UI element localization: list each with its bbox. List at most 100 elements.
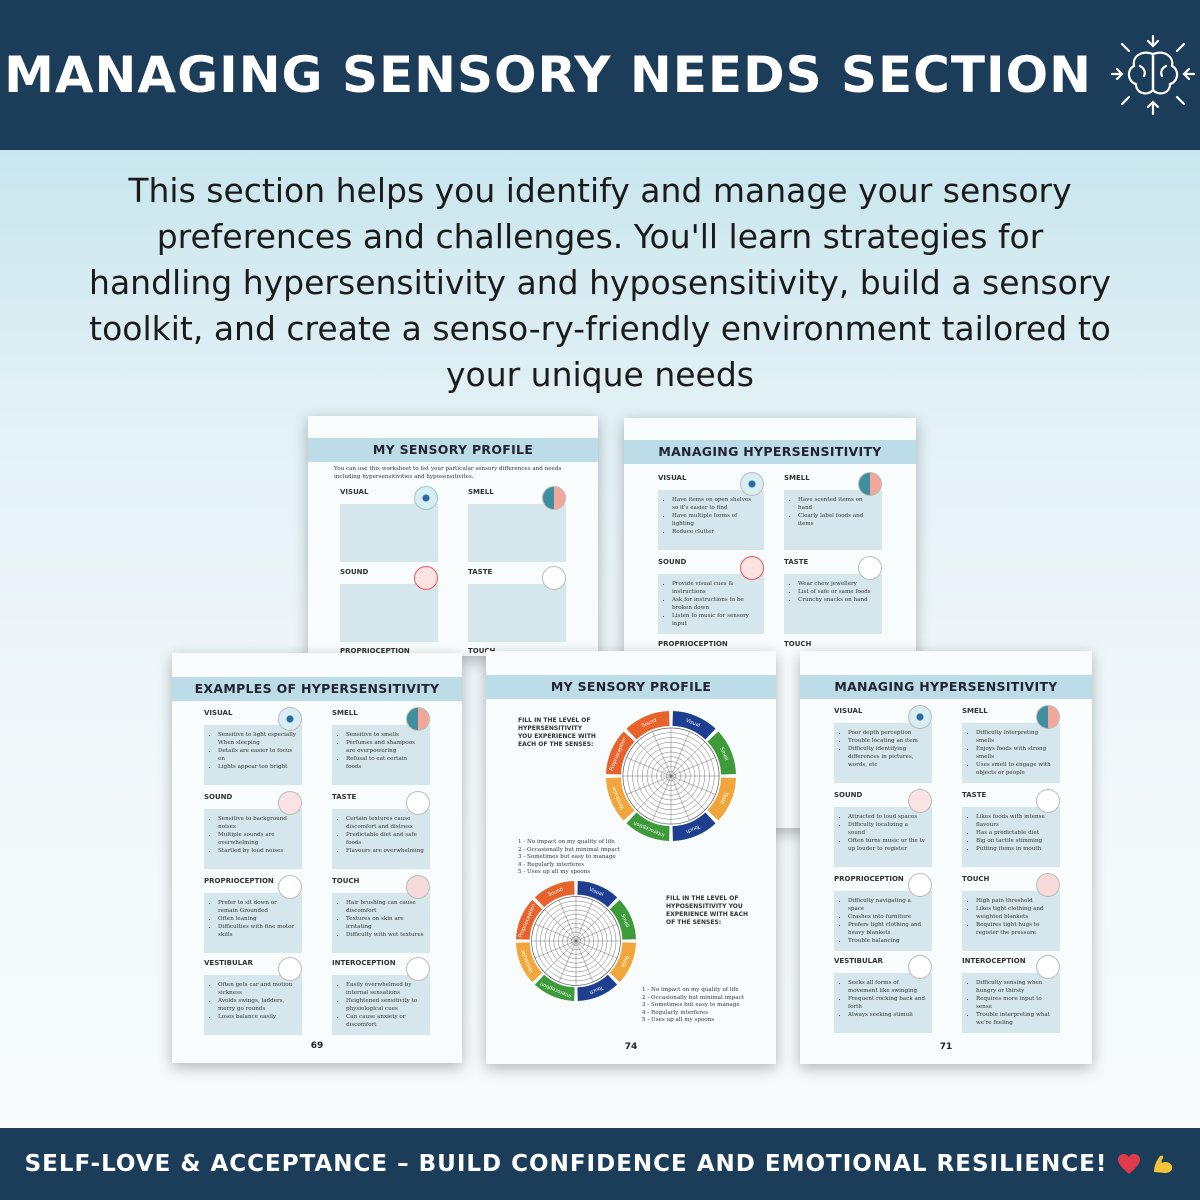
hyper-instruction: FILL IN THE LEVEL OF HYPERSENSITIVITY YO… xyxy=(518,717,596,748)
empty-answer-box[interactable] xyxy=(340,504,438,562)
section-label: SOUND xyxy=(204,793,233,801)
page-managing-hypersensitivity: MANAGING HYPERSENSITIVITY VISUALPoor dep… xyxy=(800,651,1092,1064)
list-item: Difficulty interpreting smells xyxy=(976,729,1054,745)
list-item: Likes foods with intense flavours xyxy=(976,813,1054,829)
section-box: Prefer to sit down or remain GroundedOft… xyxy=(204,893,302,953)
list-item: Prefers tight clothing and heavy blanket… xyxy=(848,921,926,937)
wheel-spoke xyxy=(670,775,690,821)
wheel-segment-vestibular[interactable] xyxy=(516,942,543,983)
empty-answer-box[interactable] xyxy=(468,504,566,562)
bullet-list: Provide visual cues & instructionsAsk fo… xyxy=(672,580,758,628)
bullet-list: Sensitive to smellsPerfumes and shampoos… xyxy=(346,731,424,771)
wheel-segment-taste[interactable] xyxy=(707,777,736,821)
list-item: Multiple sounds are overwhelming xyxy=(218,831,296,847)
wheel-segment-label: Smell xyxy=(619,913,630,928)
wheel-segment-interoception[interactable] xyxy=(626,812,670,841)
bullet-list: Certain textures cause discomfort and di… xyxy=(346,815,424,855)
page-my-sensory-profile-back: MY SENSORY PROFILE You can use this work… xyxy=(308,416,598,656)
section-label: SMELL xyxy=(784,474,810,482)
wheel-segment-interoception[interactable] xyxy=(534,974,575,1001)
speaker-icon xyxy=(278,791,302,815)
section-label: VISUAL xyxy=(658,474,687,482)
wheel-spoke xyxy=(558,940,577,983)
scale-item: 2 - Occasionally but minimal impact xyxy=(518,846,620,853)
wheel-segment-label: Taste xyxy=(619,953,630,968)
empty-answer-box[interactable] xyxy=(340,584,438,642)
list-item: Difficulties with fine motor skills xyxy=(218,923,296,939)
list-item: Refusal to eat certain foods xyxy=(346,755,424,771)
wheel-spoke xyxy=(544,940,577,973)
section-label: VISUAL xyxy=(204,709,233,717)
list-item: Trouble locating an item xyxy=(848,737,926,745)
worksheet-description: You can use this worksheet to list your … xyxy=(334,466,562,480)
wheel-segment-proprioception[interactable] xyxy=(516,899,543,940)
list-item: Sensitive to background noises xyxy=(218,815,296,831)
section-visual: VISUAL Sensitive to light especially When… xyxy=(204,707,302,785)
wheel-segment-sound[interactable] xyxy=(534,881,575,908)
page-number: 69 xyxy=(310,1041,324,1051)
bullet-list: Difficulty interpreting smellsEnjoys foo… xyxy=(976,729,1054,777)
section-label: SMELL xyxy=(468,488,494,496)
hyposensitivity-wheel[interactable]: VisualSmellTasteTouchInteroceptionVestib… xyxy=(514,879,638,1003)
section-box: Seeks all forms of movement like swingin… xyxy=(834,973,932,1033)
bullet-list: Seeks all forms of movement like swingin… xyxy=(848,979,926,1019)
list-item: Certain textures cause discomfort and di… xyxy=(346,815,424,831)
section-label: PROPRIOCEPTION xyxy=(834,875,904,883)
empty-answer-box[interactable] xyxy=(468,584,566,642)
wheel-segment-label: Touch xyxy=(588,984,604,995)
wheel-spoke xyxy=(534,923,577,942)
section-box: Likes foods with intense flavoursHas a p… xyxy=(962,807,1060,867)
section-proprioception: PROPRIOCEPTION Difficulty navigating a sp… xyxy=(834,873,932,951)
list-item: Requires more input to sense xyxy=(976,995,1054,1011)
list-item: Reduce clutter xyxy=(672,528,758,536)
eye-icon xyxy=(278,707,302,731)
section-label: TOUCH xyxy=(332,877,360,885)
brain-outline-icon xyxy=(406,957,430,981)
wheel-segment-sound[interactable] xyxy=(626,711,670,740)
section-box: Difficulty navigating a spaceCrashes int… xyxy=(834,891,932,951)
section-label: TOUCH xyxy=(962,875,990,883)
section-label: SMELL xyxy=(962,707,988,715)
wheel-segment-proprioception[interactable] xyxy=(606,731,635,775)
section-vestibular: VESTIBULAR Seeks all forms of movement li… xyxy=(834,955,932,1033)
section-taste: TASTECertain textures cause discomfort a… xyxy=(332,791,430,869)
list-item: Loses balance easily xyxy=(218,1013,296,1021)
bullet-list: Often gets car and motion sicknessAvoids… xyxy=(218,981,296,1021)
wheel-segment-touch[interactable] xyxy=(672,812,716,841)
tongue-face-icon xyxy=(858,556,882,580)
section-visual: VISUAL xyxy=(340,486,438,562)
speaker-icon xyxy=(908,789,932,813)
wheel-segment-visual[interactable] xyxy=(672,711,716,740)
list-item: Avoids swings, ladders, merry go rounds xyxy=(218,997,296,1013)
section-smell: SMELL Difficulty interpreting smellsEnjoy… xyxy=(962,705,1060,783)
list-item: Easily overwhelmed by internal sensation… xyxy=(346,981,424,997)
list-item: Big on tactile stimming xyxy=(976,837,1054,845)
wheel-segment-vestibular[interactable] xyxy=(606,777,635,821)
page-heading: EXAMPLES OF HYPERSENSITIVITY xyxy=(172,677,462,701)
bullet-list: Sensitive to light especially When sleep… xyxy=(218,731,296,771)
wheel-spoke xyxy=(626,775,672,795)
page-title: MANAGING SENSORY NEEDS SECTION xyxy=(4,46,1092,104)
section-touch: TOUCHHigh pain thresholdLikes tight clot… xyxy=(962,873,1060,951)
section-label: TASTE xyxy=(962,791,987,799)
wheel-spoke xyxy=(636,775,672,811)
wheel-spoke xyxy=(670,731,690,777)
wheel-segment-label: Taste xyxy=(718,790,729,805)
wheel-spoke xyxy=(558,899,577,942)
section-label: VESTIBULAR xyxy=(834,957,883,965)
wheel-segment-smell[interactable] xyxy=(609,899,636,940)
wheel-segment-taste[interactable] xyxy=(609,942,636,983)
wheel-segment-visual[interactable] xyxy=(577,881,618,908)
list-item: Has a predictable diet xyxy=(976,829,1054,837)
hypersensitivity-wheel[interactable]: VisualSmellTasteTouchInteroceptionVestib… xyxy=(604,709,738,843)
list-item: Heightened sensitivity to physiological … xyxy=(346,997,424,1013)
wheel-spoke xyxy=(626,757,672,777)
nose-icon xyxy=(858,472,882,496)
wheel-segment-label: Touch xyxy=(685,823,701,834)
list-item: Frequent rocking back and forth xyxy=(848,995,926,1011)
wheel-segment-touch[interactable] xyxy=(577,974,618,1001)
wheel-segment-smell[interactable] xyxy=(707,731,736,775)
list-item: Often turns music or the tv up louder to… xyxy=(848,837,926,853)
list-item: Difficulty identifying differences in pi… xyxy=(848,745,926,769)
section-sound: SOUND Sensitive to background noisesMulti… xyxy=(204,791,302,869)
